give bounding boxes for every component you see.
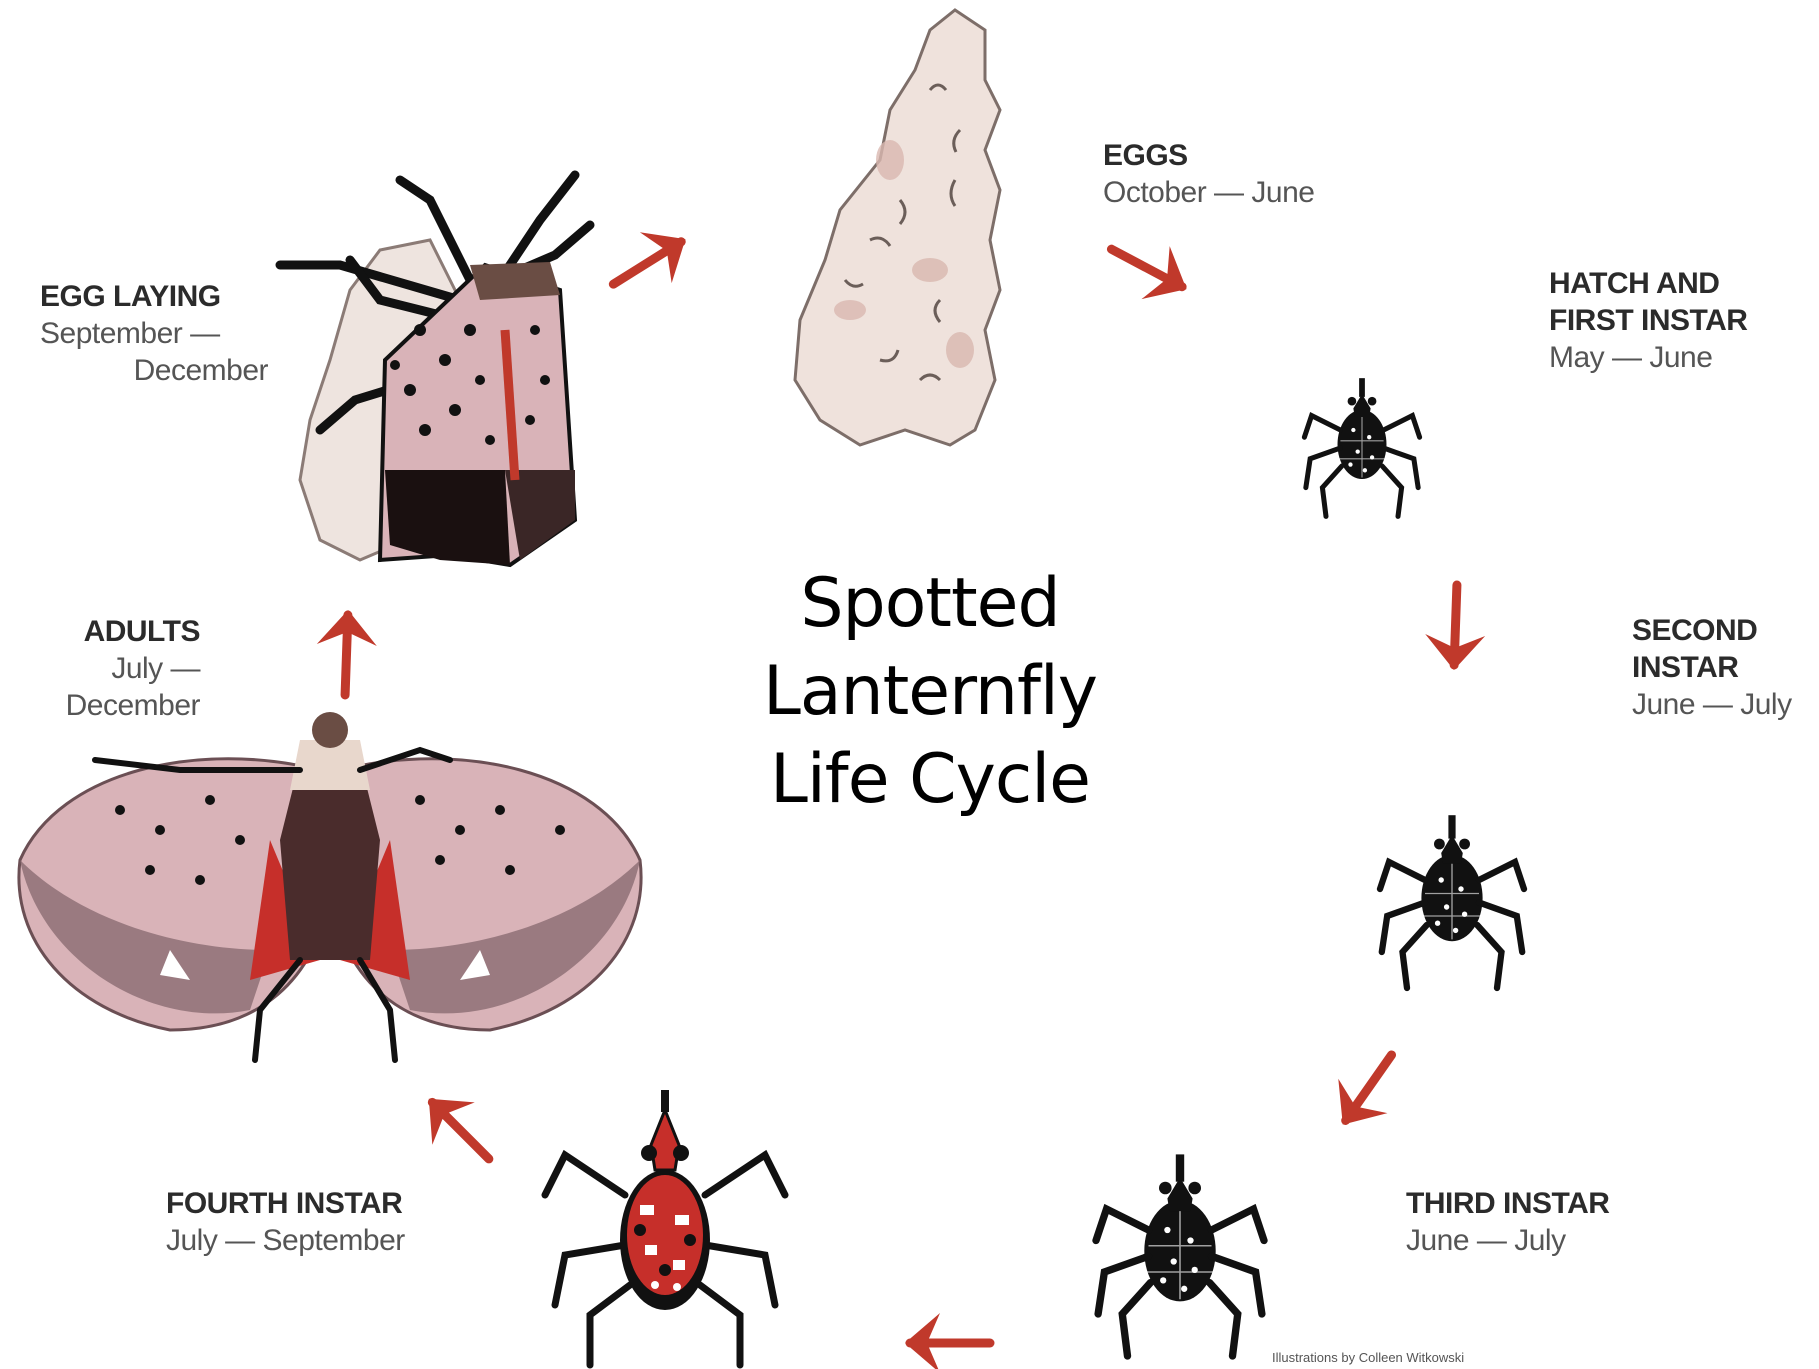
egg-mass-icon [795,10,1000,445]
stage-name: THIRD INSTAR [1406,1185,1609,1222]
fourth-instar-nymph-icon [545,1090,785,1365]
stage-label-second-instar: SECOND INSTAR June — July [1632,612,1792,723]
stage-name: SECOND [1632,612,1792,649]
stage-dates: December [40,687,200,724]
adult-lanternfly-icon [19,712,641,1060]
second-instar-nymph-icon [1380,815,1524,988]
diagram-title: Spotted Lanternfly Life Cycle [700,560,1160,824]
illustration-credit: Illustrations by Colleen Witkowski [1272,1350,1464,1365]
stage-dates: September — [40,315,268,352]
stage-dates: May — June [1549,339,1747,376]
stage-name: HATCH AND [1549,265,1747,302]
stage-name: EGG LAYING [40,278,268,315]
stage-dates: July — [40,650,200,687]
stage-dates: June — July [1406,1222,1609,1259]
stage-label-third-instar: THIRD INSTAR June — July [1406,1185,1609,1259]
stage-label-eggs: EGGS October — June [1103,137,1314,211]
stage-name: INSTAR [1632,649,1792,686]
first-instar-nymph-icon [1304,378,1419,516]
stage-dates: July — September [166,1222,405,1259]
stage-label-first-instar: HATCH AND FIRST INSTAR May — June [1549,265,1747,376]
stage-label-fourth-instar: FOURTH INSTAR July — September [166,1185,405,1259]
stage-label-egg-laying: EGG LAYING September — December [40,278,268,389]
stage-name: FIRST INSTAR [1549,302,1747,339]
stage-name: ADULTS [40,613,200,650]
stage-label-adults: ADULTS July — December [40,613,200,724]
title-line-2: Lanternfly [700,648,1160,736]
stage-dates: October — June [1103,174,1314,211]
stage-dates: June — July [1632,686,1792,723]
title-line-1: Spotted [700,560,1160,648]
stage-name: EGGS [1103,137,1314,174]
stage-dates: December [40,352,268,389]
third-instar-nymph-icon [1096,1154,1264,1356]
stage-name: FOURTH INSTAR [166,1185,405,1222]
title-line-3: Life Cycle [700,736,1160,824]
egg-laying-lanternfly-icon [280,175,590,565]
